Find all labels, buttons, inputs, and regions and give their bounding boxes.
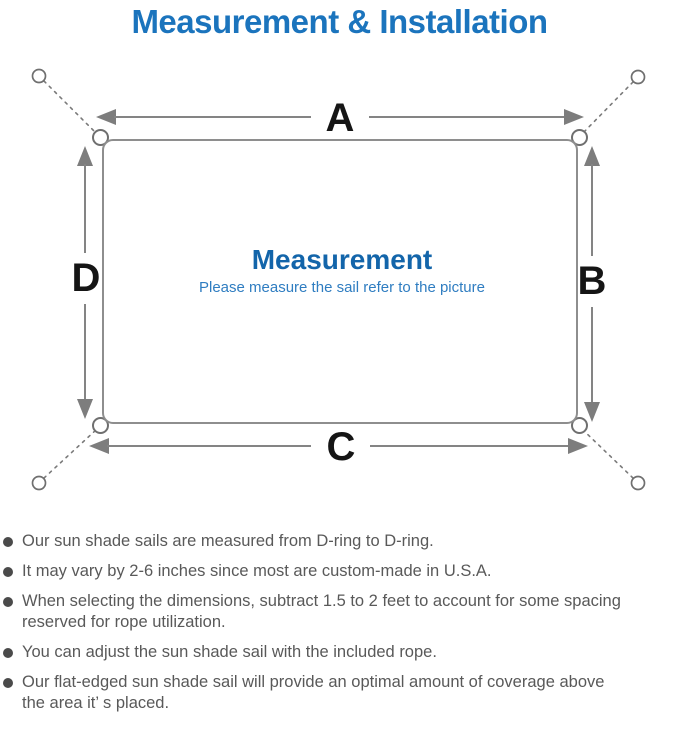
notes-list: Our sun shade sails are measured from D-… — [3, 531, 673, 723]
arrowhead-a-left — [96, 109, 116, 125]
diagram-heading: Measurement — [252, 244, 433, 275]
note-item: Our flat-edged sun shade sail will provi… — [3, 672, 673, 714]
d-ring-top-left — [92, 129, 109, 146]
dimension-label-b: B — [578, 259, 607, 303]
bullet-icon — [3, 648, 13, 658]
dimension-label-c: C — [327, 425, 356, 469]
anchor-point-top-right — [630, 69, 646, 85]
page-title: Measurement & Installation — [131, 3, 548, 40]
bullet-icon — [3, 597, 13, 607]
bullet-icon — [3, 567, 13, 577]
arrowhead-a-right — [564, 109, 584, 125]
d-ring-bottom-left — [92, 417, 109, 434]
measurement-diagram: A C D B Measurement Please measure the s… — [31, 68, 646, 491]
rope-line-top-right — [581, 81, 634, 135]
anchor-point-bottom-right — [630, 475, 646, 491]
arrowhead-d-bottom — [77, 399, 93, 419]
d-ring-bottom-right — [571, 417, 588, 434]
rope-line-top-left — [43, 80, 98, 135]
note-text: Our sun shade sails are measured from D-… — [22, 532, 434, 550]
arrowhead-d-top — [77, 146, 93, 166]
rope-line-bottom-right — [581, 428, 634, 479]
arrowhead-b-bottom — [584, 402, 600, 422]
note-item: You can adjust the sun shade sail with t… — [3, 642, 673, 663]
note-text: You can adjust the sun shade sail with t… — [22, 643, 437, 661]
d-ring-top-right — [571, 129, 588, 146]
arrowhead-c-right — [568, 438, 588, 454]
note-item: Our sun shade sails are measured from D-… — [3, 531, 673, 552]
dimension-label-a: A — [326, 96, 355, 140]
dimension-label-d: D — [72, 256, 101, 300]
bullet-icon — [3, 678, 13, 688]
arrowhead-b-top — [584, 146, 600, 166]
diagram-subheading: Please measure the sail refer to the pic… — [199, 279, 485, 296]
note-text: When selecting the dimensions, subtract … — [22, 592, 621, 631]
note-item: It may vary by 2-6 inches since most are… — [3, 561, 673, 582]
note-item: When selecting the dimensions, subtract … — [3, 591, 673, 633]
bullet-icon — [3, 537, 13, 547]
note-text: It may vary by 2-6 inches since most are… — [22, 562, 492, 580]
anchor-point-bottom-left — [31, 475, 47, 491]
arrowhead-c-left — [89, 438, 109, 454]
anchor-point-top-left — [31, 68, 47, 84]
rope-line-bottom-left — [43, 428, 98, 479]
note-text: Our flat-edged sun shade sail will provi… — [22, 673, 605, 712]
sail-outline — [102, 139, 578, 424]
